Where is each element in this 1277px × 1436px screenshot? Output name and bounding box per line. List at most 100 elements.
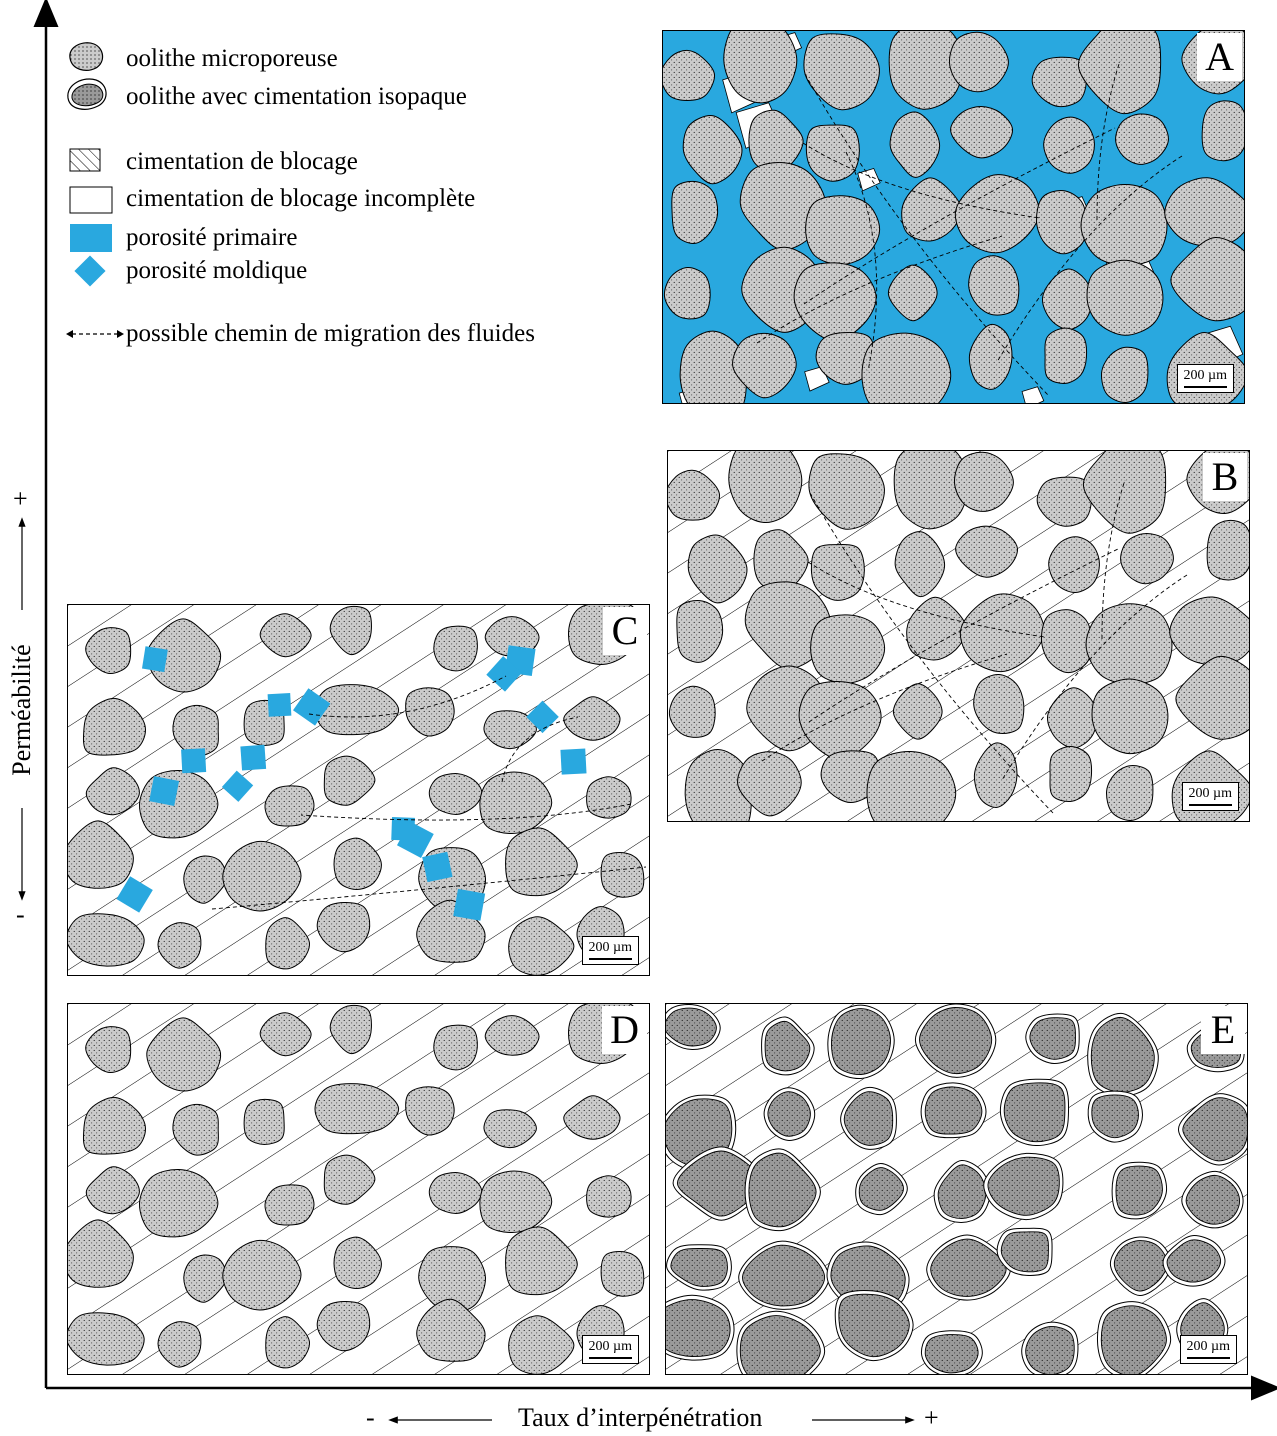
panel-a: A 200 µm <box>662 30 1245 404</box>
panel-c-texture <box>68 605 649 975</box>
oolith-grain <box>887 264 938 322</box>
oolith-grain <box>146 1017 222 1092</box>
panel-c-letter: C <box>603 607 647 655</box>
oolith-grain <box>889 111 941 178</box>
oolith-grain <box>505 827 578 897</box>
oolith-grain <box>85 767 140 816</box>
oolith-grain <box>1166 1239 1222 1283</box>
oolith-grain <box>1040 609 1093 674</box>
oolith-grain <box>663 266 711 320</box>
panel-d-scalebar: 200 µm <box>581 1335 639 1364</box>
oolith-grain <box>433 625 478 672</box>
oolith-grain <box>157 922 202 969</box>
oolith-grain <box>484 1015 540 1056</box>
fluid-migration-path <box>308 675 507 718</box>
moldic-pore <box>422 851 453 883</box>
fluid-migration-path <box>1101 479 1126 640</box>
y-axis-title: Perméabilité <box>7 644 36 776</box>
moldic-pore <box>267 693 292 717</box>
panel-e: E 200 µm <box>665 1003 1248 1375</box>
oolith-grain <box>1113 1240 1168 1292</box>
fluid-migration-path <box>808 547 1121 723</box>
blue-rectangle-icon <box>70 224 112 252</box>
oolith-grain <box>668 685 716 738</box>
oolith-grain <box>728 451 803 524</box>
hatched-square-icon <box>69 148 101 172</box>
oolith-grain <box>954 174 1040 254</box>
panel-e-scalebar: 200 µm <box>1179 1335 1237 1364</box>
panel-b-letter: B <box>1203 453 1247 501</box>
oolith-grain <box>1031 56 1087 108</box>
oolith-grain <box>668 469 721 521</box>
fluid-migration-path <box>802 142 1041 219</box>
fluid-migration-path <box>807 561 1046 638</box>
oolith-grain <box>138 1168 219 1238</box>
oolith-grain <box>805 124 860 182</box>
fluid-migration-path <box>809 492 1054 814</box>
oolith-grain <box>1090 1016 1155 1093</box>
incomplete-cement-patch <box>857 168 881 192</box>
oolith-grain <box>838 1293 910 1358</box>
oolith-grain <box>1044 327 1088 384</box>
panel-e-scale-line <box>1186 1357 1230 1359</box>
oolith-grain <box>157 1321 202 1368</box>
fluid-migration-path <box>803 127 1116 305</box>
oolith-grain <box>676 1150 764 1217</box>
oolith-grain <box>670 1248 728 1287</box>
oolith-grain <box>172 704 219 757</box>
panel-b-scale-line <box>1188 804 1232 806</box>
oolith-grain <box>955 525 1019 578</box>
oolith-grain <box>586 1175 632 1218</box>
oolith-grain <box>1085 603 1173 685</box>
oolith-grain <box>959 593 1045 673</box>
oolith-grain <box>323 1154 376 1205</box>
oolith-grain <box>265 917 311 970</box>
oolith-grain <box>973 742 1018 808</box>
oolith-grain <box>676 600 724 663</box>
oolith-grain <box>85 627 132 675</box>
oolith-grain <box>723 31 798 104</box>
oolith-grain <box>1120 533 1174 585</box>
oolith-grain <box>1115 1165 1163 1216</box>
oolith-grain <box>314 1083 400 1135</box>
oolith-grain <box>508 916 575 975</box>
incomplete-cement-patch <box>1021 386 1045 403</box>
oolith-grain <box>924 1334 979 1374</box>
panel-d-scale-line <box>588 1357 632 1359</box>
oolith-grain <box>333 1236 382 1290</box>
oolith-grain <box>329 605 372 656</box>
oolith-grain <box>1025 1325 1075 1374</box>
oolith-grain <box>764 1020 811 1072</box>
panel-a-scalebar: 200 µm <box>1176 364 1234 393</box>
oolith-grain <box>563 696 621 741</box>
oolith-grain <box>600 1251 645 1297</box>
oolith-grain <box>1080 183 1168 266</box>
legend-label-oolith-microporous: oolithe microporeuse <box>126 45 338 72</box>
oolith-grain <box>815 332 876 385</box>
oolith-grain <box>861 332 952 403</box>
oolith-isopachous-icon <box>67 78 107 110</box>
fluid-migration-path <box>501 716 579 783</box>
oolith-grain <box>259 613 312 658</box>
panel-a-scale-line <box>1183 386 1227 388</box>
oolith-grain <box>1106 765 1154 821</box>
oolith-grain <box>505 1226 578 1296</box>
oolith-grain <box>893 451 969 530</box>
oolith-grain <box>663 49 716 102</box>
oolith-grain <box>68 820 134 889</box>
dashed-double-arrow-icon <box>66 330 124 338</box>
oolith-grain <box>265 1316 311 1369</box>
moldic-pore <box>141 646 168 673</box>
oolith-grain <box>767 1091 811 1137</box>
oolith-grain <box>1086 259 1164 336</box>
moldic-pore <box>116 876 153 913</box>
oolith-grain <box>563 1095 621 1140</box>
oolith-grain <box>1185 1174 1241 1225</box>
oolith-grain <box>808 453 885 530</box>
panel-a-scale-label: 200 µm <box>1183 368 1227 383</box>
panel-a-texture <box>663 31 1244 403</box>
oolith-grain <box>1029 1017 1076 1060</box>
oolith-grain <box>416 1298 486 1362</box>
oolith-grain <box>953 451 1014 512</box>
oolith-grain <box>82 697 147 756</box>
